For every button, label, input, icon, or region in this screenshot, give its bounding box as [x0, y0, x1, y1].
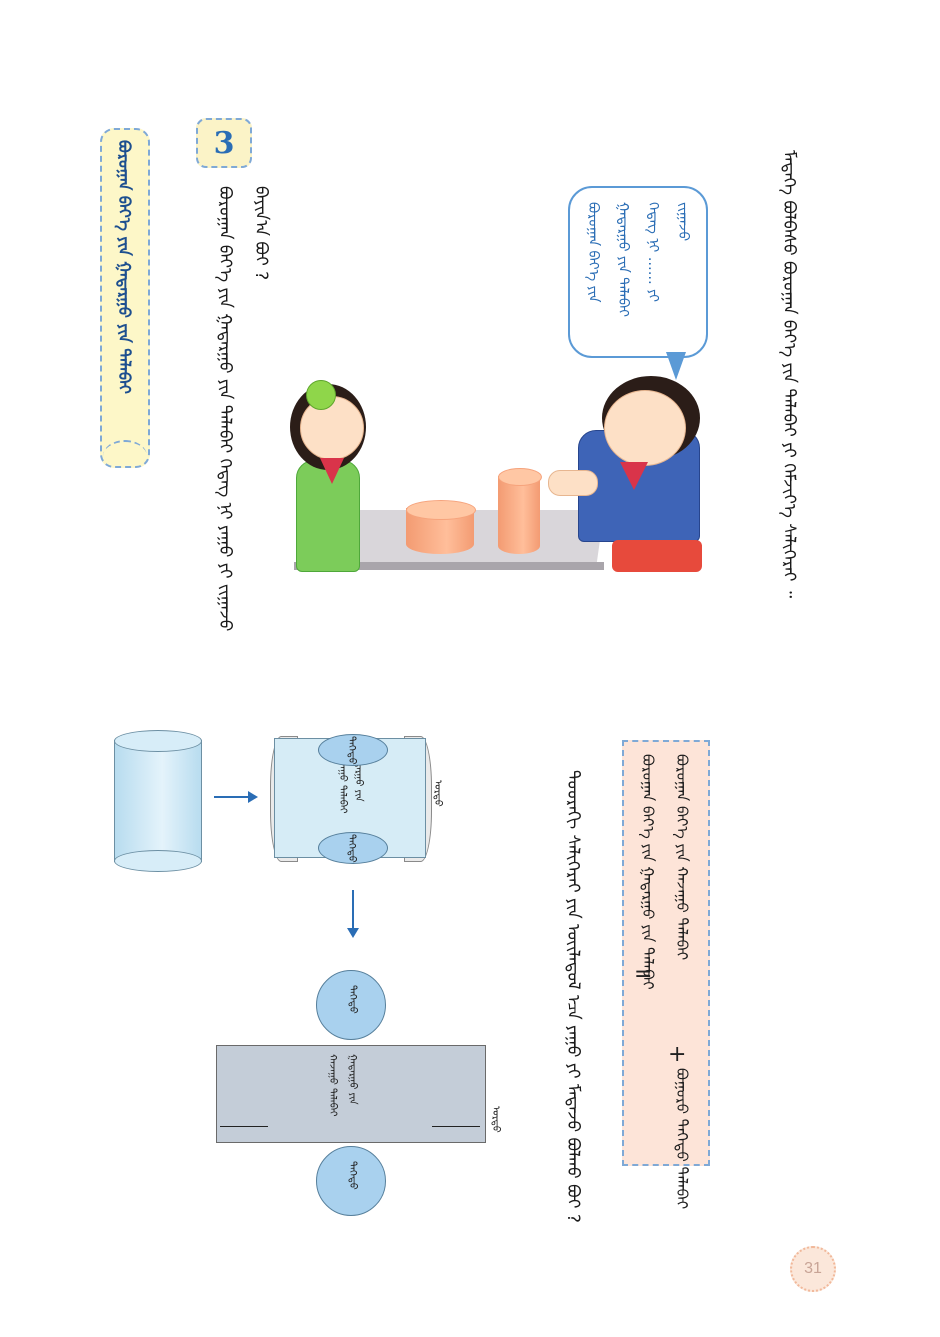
net-edge-label: ᠤᠷᠲᠤ	[490, 1106, 501, 1133]
unroll-edge-label: ᠤᠷᠲᠤ	[432, 780, 443, 807]
unroll-side-label: ᠬᠠᠵᠠᠭᠤ ᠲᠠᠯᠠᠪᠠᠢ	[337, 751, 348, 814]
formula-middle: ᠪᠣᠷᠤᠭᠠᠨ ᠪᠡᠶ᠎ᠡ ᠶᠢᠨ ᠬᠠᠵᠠᠭᠤ ᠲᠠᠯᠠᠪᠠᠢ	[673, 754, 691, 961]
discussion-question: ᠳᠣᠣᠷᠠᠬᠢ ᠰᠡᠯᠢᠭᠡᠷᠡᠢ ᠶᠢᠨ ᠦᠢᠯᠡᠳᠦᠯ ᠡᠴᠡ ᠶᠠᠭᠤ ᠶ…	[562, 770, 583, 1223]
page-number-badge: 31	[790, 1246, 836, 1292]
boy-pointing-hand	[548, 470, 598, 496]
question-line-1: ᠪᠣᠷᠤᠭᠠᠨ ᠪᠡᠶ᠎ᠡ ᠶᠢᠨ ᠭᠠᠳᠠᠷᠭᠤ ᠶᠢᠨ ᠲᠠᠯᠠᠪᠠᠢ ᠭᠡ…	[214, 186, 235, 632]
lesson-title-banner: ᠪᠣᠷᠤᠭᠠᠨ ᠪᠡᠶ᠎ᠡ ᠶᠢᠨ ᠭᠠᠳᠠᠷᠭᠤ ᠶᠢᠨ ᠲᠠᠯᠠᠪᠠᠢ	[100, 128, 150, 468]
table-edge	[294, 562, 604, 570]
lesson-title: ᠪᠣᠷᠤᠭᠠᠨ ᠪᠡᠶ᠎ᠡ ᠶᠢᠨ ᠭᠠᠳᠠᠷᠭᠤ ᠶᠢᠨ ᠲᠠᠯᠠᠪᠠᠢ	[115, 140, 134, 394]
net-top-circle: ᠳᠡᠭᠡᠳᠦ	[316, 970, 386, 1040]
girl-coat	[296, 460, 360, 572]
bottom-base-label: ᠳᠡᠭᠡᠳᠦ	[346, 834, 357, 863]
net-dimension-arrow-left	[220, 1126, 268, 1127]
page-number: 31	[804, 1260, 822, 1277]
net-center-label-2: ᠭᠠᠳᠠᠷᠭᠤ ᠶᠢᠨ	[347, 1054, 358, 1105]
bubble-line-2: ᠭᠠᠳᠠᠷᠭᠤ ᠶᠢᠨ ᠲᠠᠯᠠᠪᠠᠢ	[615, 202, 631, 318]
bubble-line-1: ᠪᠣᠷᠤᠭᠠᠨ ᠪᠡᠶ᠎ᠡ ᠶᠢᠨ	[585, 202, 601, 303]
cylinder-top-face	[114, 730, 202, 752]
scroll-curl-decoration	[103, 440, 147, 472]
formula-plus-sign: +	[668, 1042, 687, 1067]
cylinder-bottom-face	[114, 850, 202, 872]
net-bottom-circle: ᠳᠡᠭᠡᠳᠦ	[316, 1146, 386, 1216]
top-base-label: ᠳᠡᠭᠡᠳᠦ	[346, 736, 357, 765]
boy-face	[604, 390, 686, 466]
formula-left: ᠪᠣᠷᠤᠭᠠᠨ ᠪᠡᠶ᠎ᠡ ᠶᠢᠨ ᠭᠠᠳᠠᠷᠭᠤ ᠶᠢᠨ ᠲᠠᠯᠠᠪᠠᠢ	[639, 754, 657, 990]
instruction-text: ᠮᠡᠳᠡᠭᠡ ᠪᠣᠯᠪᠠᠰᠤ ᠪᠣᠷᠤᠭᠠᠨ ᠪᠡᠶ᠎ᠡ ᠶᠢᠨ ᠲᠠᠯᠠᠪᠠᠢ…	[778, 150, 799, 599]
section-number-badge: 3	[196, 118, 252, 168]
speech-bubble-tail	[666, 352, 686, 380]
section-number: 3	[213, 125, 235, 161]
formula-equals-sign: =	[634, 962, 653, 987]
arrow-down-icon	[347, 890, 359, 938]
bottom-base-disk	[318, 832, 388, 864]
arrow-right-icon	[214, 791, 258, 803]
net-bottom-label: ᠳᠡᠭᠡᠳᠦ	[347, 1161, 358, 1190]
net-top-label: ᠳᠡᠭᠡᠳᠦ	[347, 985, 358, 1014]
boy-pants	[612, 540, 702, 572]
girl-hair-bow	[306, 380, 336, 410]
cylinder-body	[114, 740, 202, 862]
net-rectangle: ᠬᠠᠵᠠᠭᠤ ᠲᠠᠯᠠᠪᠠᠢ ᠭᠠᠳᠠᠷᠭᠤ ᠶᠢᠨ	[216, 1045, 486, 1143]
speech-bubble: ᠪᠣᠷᠤᠭᠠᠨ ᠪᠡᠶ᠎ᠡ ᠶᠢᠨ ᠭᠠᠳᠠᠷᠭᠤ ᠶᠢᠨ ᠲᠠᠯᠠᠪᠠᠢ ᠭᠡ…	[568, 186, 708, 358]
unroll-side-label-2: ᠭᠠᠳᠠᠷᠭᠤ ᠶᠢᠨ	[353, 751, 364, 802]
bubble-line-4: ᠵᠢᠭᠠᠵᠤ	[675, 202, 691, 242]
top-base-disk	[318, 734, 388, 766]
formula-right: ᠪᠣᠭᠤᠷᠤ ᠳᠡᠭᠡᠳᠦ ᠲᠠᠯᠠᠪᠠᠢ	[673, 1068, 691, 1210]
formula-box: ᠪᠣᠷᠤᠭᠠᠨ ᠪᠡᠶ᠎ᠡ ᠶᠢᠨ ᠭᠠᠳᠠᠷᠭᠤ ᠶᠢᠨ ᠲᠠᠯᠠᠪᠠᠢ = …	[622, 740, 710, 1209]
question-line-2: ᠪᠠᠶᠢᠨ᠎ᠠ ᠪᠤᠢ ?	[250, 186, 271, 281]
net-center-label: ᠬᠠᠵᠠᠭᠤ ᠲᠠᠯᠠᠪᠠᠢ	[327, 1054, 338, 1117]
bubble-line-3: ᠭᠡᠳᠡᠭ ᠨᠢ …… ᠶᠢ	[645, 202, 661, 303]
net-dimension-arrow-right	[432, 1126, 480, 1127]
